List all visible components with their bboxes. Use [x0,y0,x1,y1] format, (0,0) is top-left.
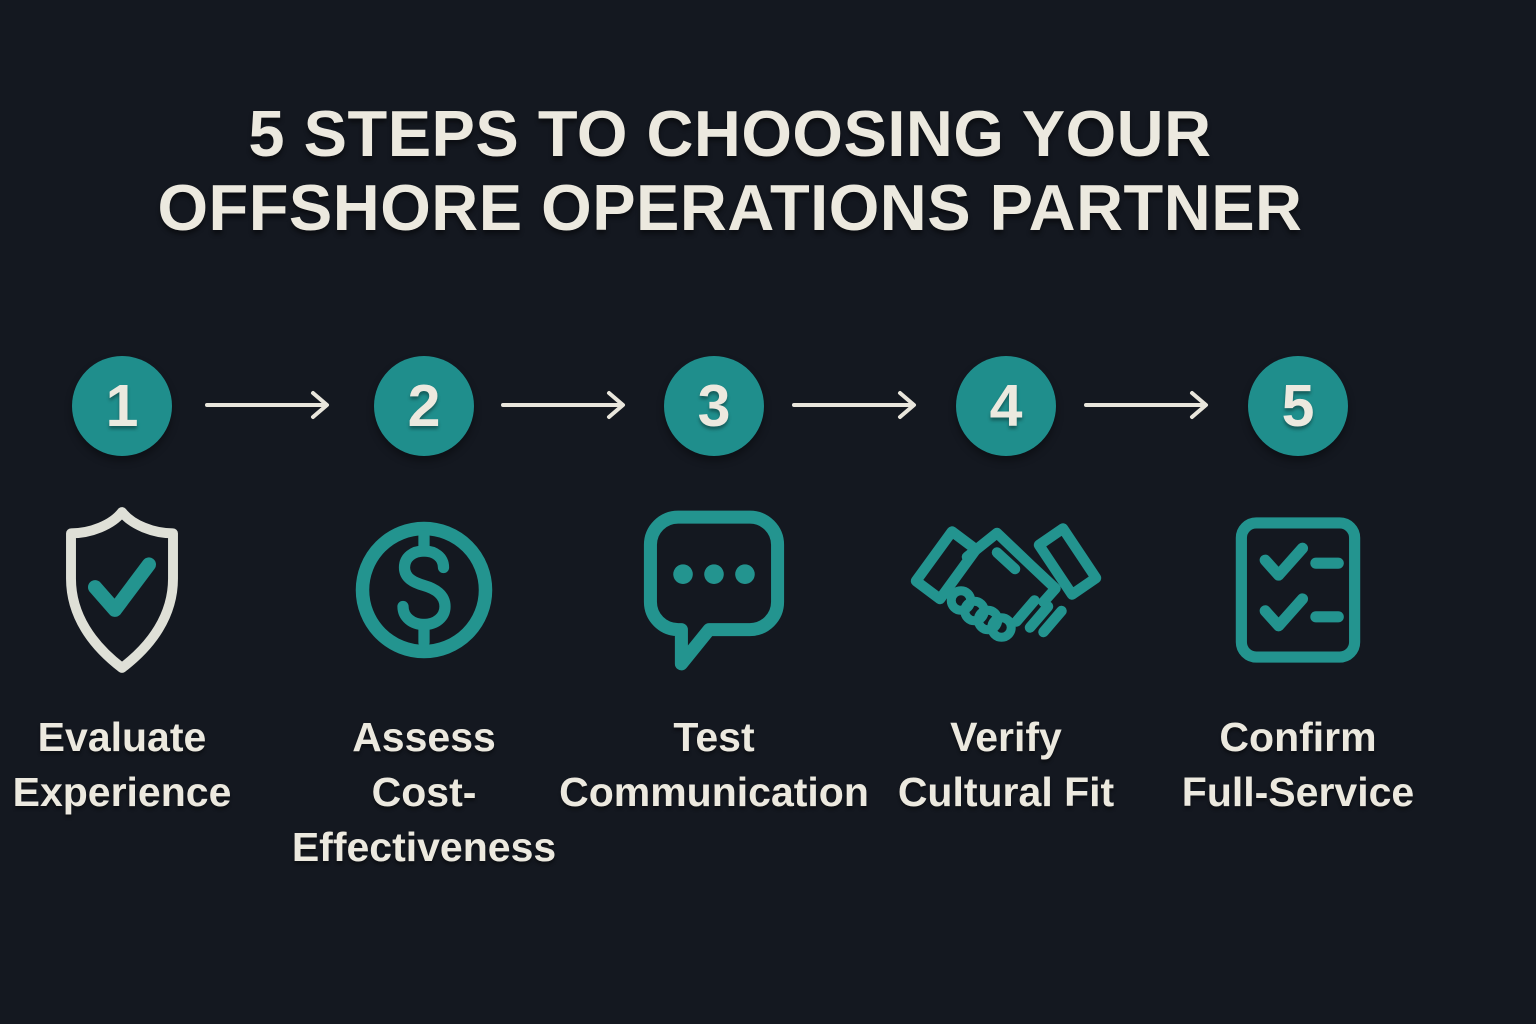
step-4-number: 4 [989,373,1023,439]
step-4-label: Verify Cultural Fit [897,714,1115,815]
step-2-number: 2 [407,373,441,439]
shield-check-icon [0,504,282,676]
step-3-label: Test Communication [559,714,869,815]
step-2-number-badge: 2 [374,356,474,456]
step-3-number: 3 [697,373,731,439]
title-line-1: 5 STEPS TO CHOOSING YOUR [248,97,1212,170]
page-title: 5 STEPS TO CHOOSING YOUR OFFSHORE OPERAT… [0,97,1460,245]
step-column-5: 5 Confirm Full-Service [1138,356,1458,815]
step-3-number-badge: 3 [664,356,764,456]
step-1-label: Evaluate Experience [12,714,232,815]
step-1-number: 1 [105,373,139,439]
step-column-3: 3 Test Communication [554,356,874,815]
handshake-icon [846,504,1166,676]
speech-bubble-icon [554,504,874,676]
title-line-2: OFFSHORE OPERATIONS PARTNER [157,171,1303,244]
step-column-1: 1 Evaluate Experience [0,356,282,815]
checklist-icon [1138,504,1458,676]
arrow-right-icon [792,391,916,419]
step-5-label: Confirm Full-Service [1181,714,1415,815]
step-5-number: 5 [1281,373,1315,439]
step-5-number-badge: 5 [1248,356,1348,456]
step-4-number-badge: 4 [956,356,1056,456]
dollar-coin-icon [264,504,584,676]
step-2-label: Assess Cost- Effectiveness [291,714,557,870]
step-column-2: 2 Assess Cost- Effectiveness [264,356,584,870]
arrow-right-icon [205,391,329,419]
step-column-4: 4 Verify C [846,356,1166,815]
step-1-number-badge: 1 [72,356,172,456]
arrow-right-icon [1084,391,1208,419]
arrow-right-icon [501,391,625,419]
